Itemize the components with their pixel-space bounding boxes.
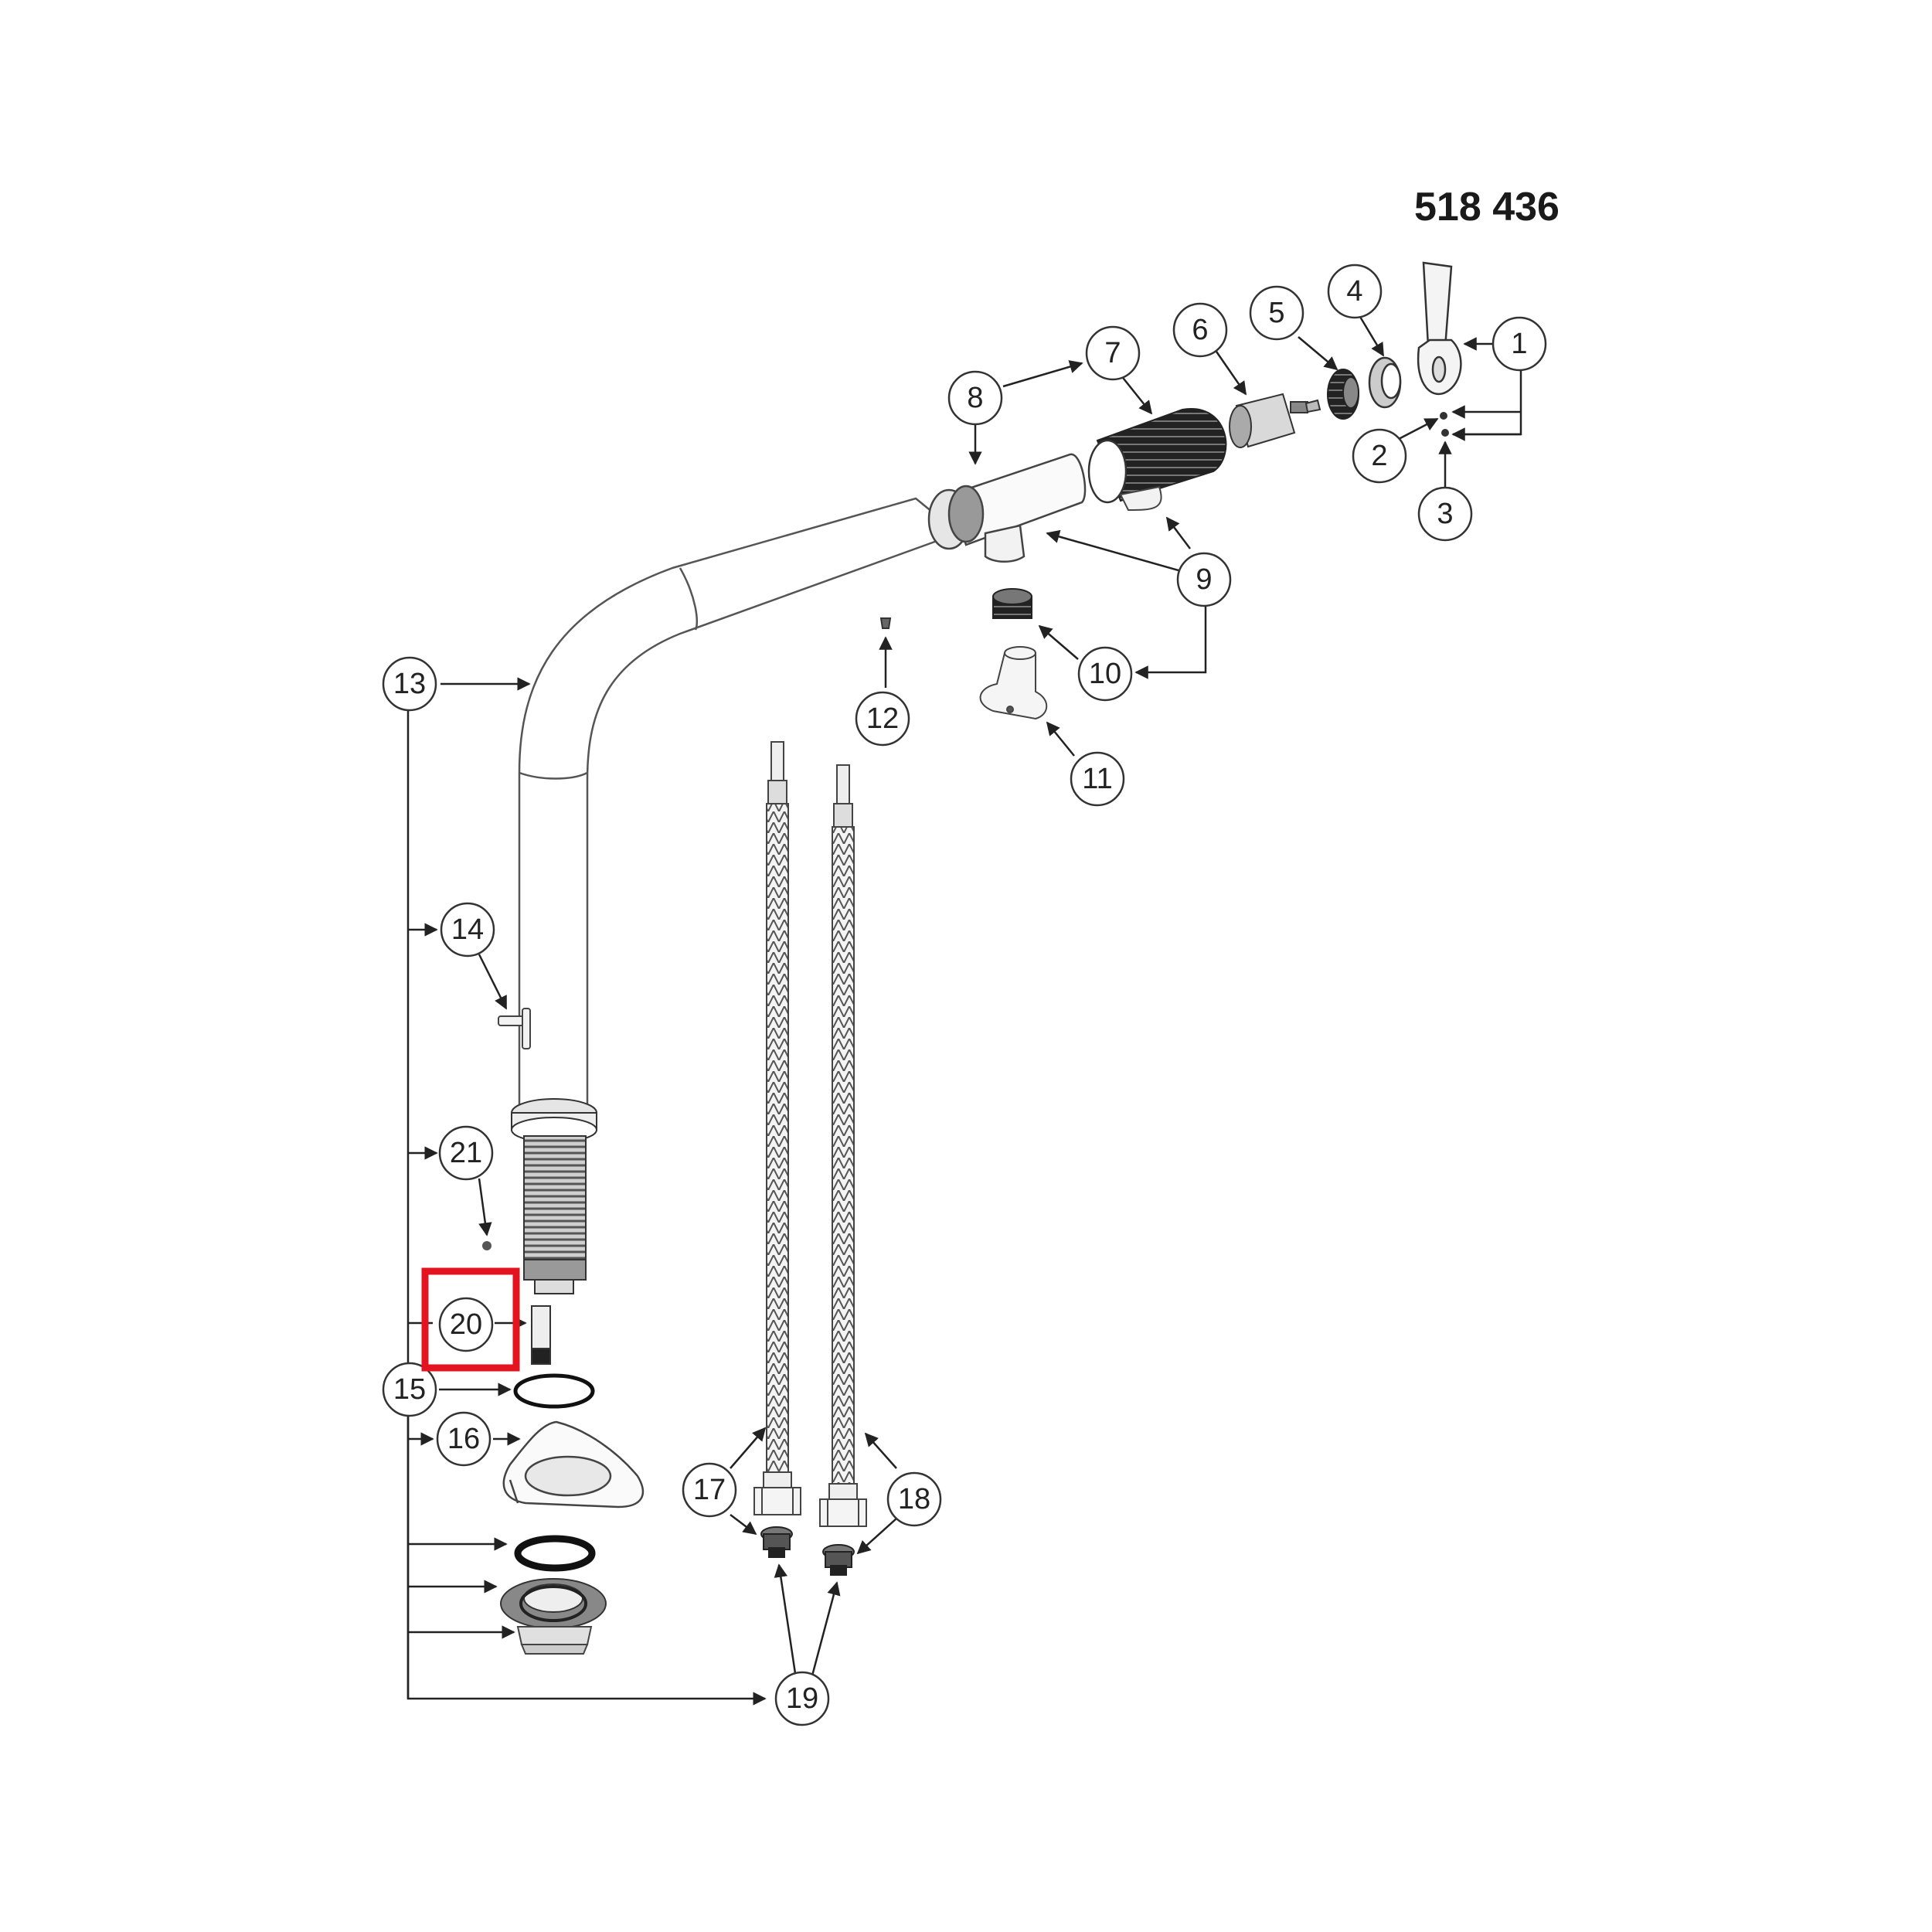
svg-text:13: 13 bbox=[393, 668, 426, 700]
aerator bbox=[992, 588, 1032, 619]
svg-text:11: 11 bbox=[1082, 763, 1112, 795]
callout-15: 15 bbox=[382, 1362, 437, 1417]
callout-21: 21 bbox=[438, 1125, 494, 1181]
svg-text:15: 15 bbox=[393, 1373, 426, 1406]
flexible-hose-hot bbox=[819, 764, 867, 1527]
svg-text:6: 6 bbox=[1192, 314, 1208, 346]
svg-text:3: 3 bbox=[1437, 498, 1453, 530]
svg-text:21: 21 bbox=[450, 1137, 482, 1169]
callout-17: 17 bbox=[682, 1462, 737, 1518]
callout-14: 14 bbox=[440, 902, 495, 957]
svg-text:2: 2 bbox=[1371, 440, 1387, 472]
callout-4: 4 bbox=[1327, 264, 1383, 319]
svg-text:10: 10 bbox=[1089, 658, 1121, 690]
threaded-stud bbox=[531, 1305, 551, 1365]
svg-text:20: 20 bbox=[450, 1308, 482, 1341]
callout-16: 16 bbox=[436, 1411, 492, 1467]
bonnet-nut bbox=[1327, 369, 1359, 420]
svg-text:17: 17 bbox=[693, 1474, 726, 1506]
o-ring bbox=[513, 1373, 595, 1409]
callout-3: 3 bbox=[1417, 486, 1473, 542]
screw-cap bbox=[1441, 429, 1449, 437]
callout-19: 19 bbox=[774, 1671, 830, 1726]
svg-text:12: 12 bbox=[866, 702, 899, 735]
lever-handle bbox=[1417, 261, 1462, 395]
svg-text:5: 5 bbox=[1268, 297, 1284, 329]
svg-text:19: 19 bbox=[786, 1682, 818, 1715]
callout-18: 18 bbox=[886, 1471, 942, 1527]
svg-text:16: 16 bbox=[447, 1423, 480, 1455]
base-plate bbox=[502, 1420, 645, 1509]
pin bbox=[498, 1008, 531, 1049]
hose-filter-right bbox=[822, 1544, 855, 1576]
leader-lines bbox=[406, 316, 1522, 1706]
callout-8: 8 bbox=[947, 370, 1003, 426]
cover-ring bbox=[1368, 356, 1402, 409]
callout-7: 7 bbox=[1085, 325, 1141, 381]
callout-20: 20 bbox=[438, 1297, 494, 1352]
hose-filter-left bbox=[760, 1526, 793, 1558]
callout-9: 9 bbox=[1176, 552, 1232, 607]
svg-text:18: 18 bbox=[898, 1483, 930, 1515]
callout-2: 2 bbox=[1352, 428, 1407, 484]
callout-10: 10 bbox=[1077, 646, 1133, 702]
callout-1: 1 bbox=[1492, 316, 1547, 372]
svg-text:7: 7 bbox=[1104, 337, 1121, 369]
spout-body bbox=[927, 453, 1087, 563]
callout-6: 6 bbox=[1172, 302, 1228, 358]
outlet-base bbox=[979, 646, 1048, 720]
svg-text:4: 4 bbox=[1346, 275, 1362, 308]
flexible-hose-cold bbox=[753, 741, 801, 1515]
cartridge-housing bbox=[1087, 408, 1227, 512]
svg-text:1: 1 bbox=[1511, 328, 1527, 360]
spout-tube bbox=[518, 497, 961, 1114]
flange bbox=[500, 1578, 607, 1629]
shank bbox=[511, 1098, 597, 1294]
highlight-box bbox=[421, 1267, 520, 1372]
lock-nut bbox=[516, 1626, 593, 1655]
grub-screw-21 bbox=[482, 1241, 492, 1250]
svg-text:8: 8 bbox=[967, 382, 983, 414]
small-screw bbox=[879, 617, 892, 629]
callout-13: 13 bbox=[382, 656, 437, 712]
callout-5: 5 bbox=[1249, 285, 1304, 341]
callout-12: 12 bbox=[855, 691, 910, 747]
svg-text:9: 9 bbox=[1196, 563, 1212, 596]
model-number: 518 436 bbox=[1414, 185, 1560, 230]
washer bbox=[514, 1535, 596, 1572]
grub-screw bbox=[1440, 412, 1447, 420]
callout-11: 11 bbox=[1070, 751, 1125, 807]
svg-text:14: 14 bbox=[451, 913, 484, 946]
cartridge bbox=[1229, 393, 1321, 448]
